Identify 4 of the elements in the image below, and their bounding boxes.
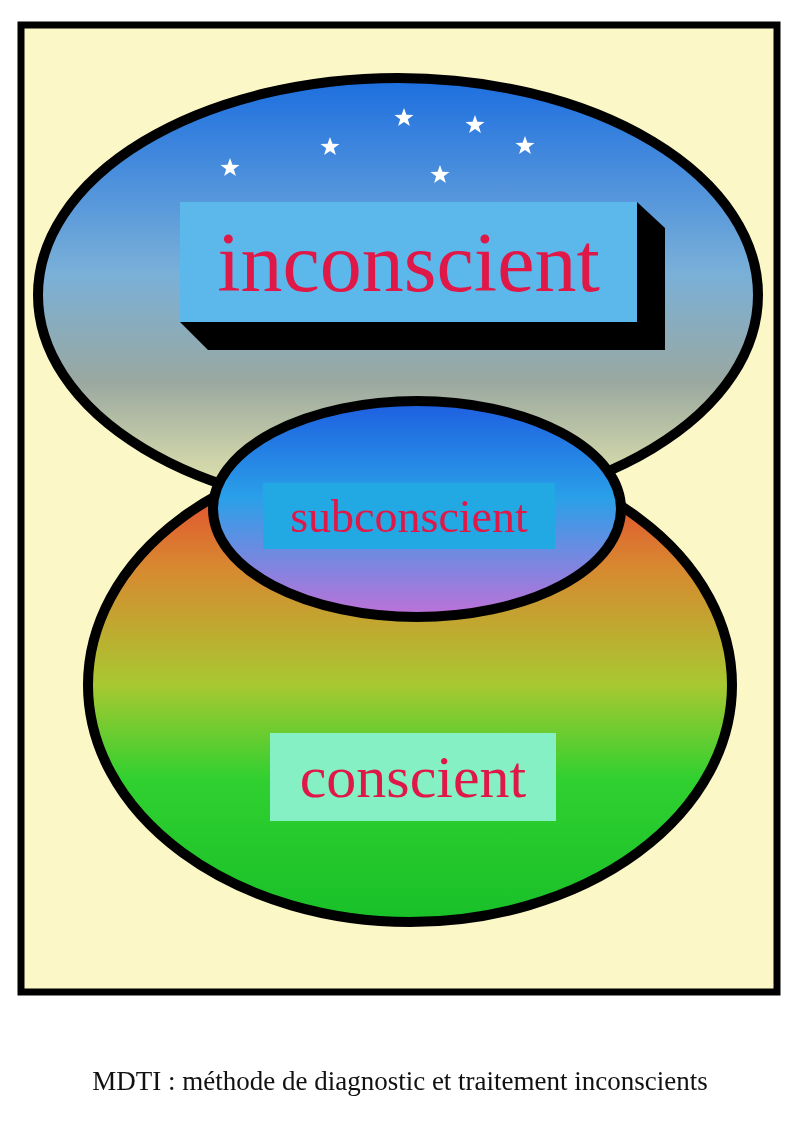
label-text: inconscient (180, 202, 637, 322)
label-text: subconscient (263, 483, 555, 549)
caption: MDTI : méthode de diagnostic et traitement inconscients (91, 1066, 709, 1097)
label-text: conscient (270, 733, 556, 821)
